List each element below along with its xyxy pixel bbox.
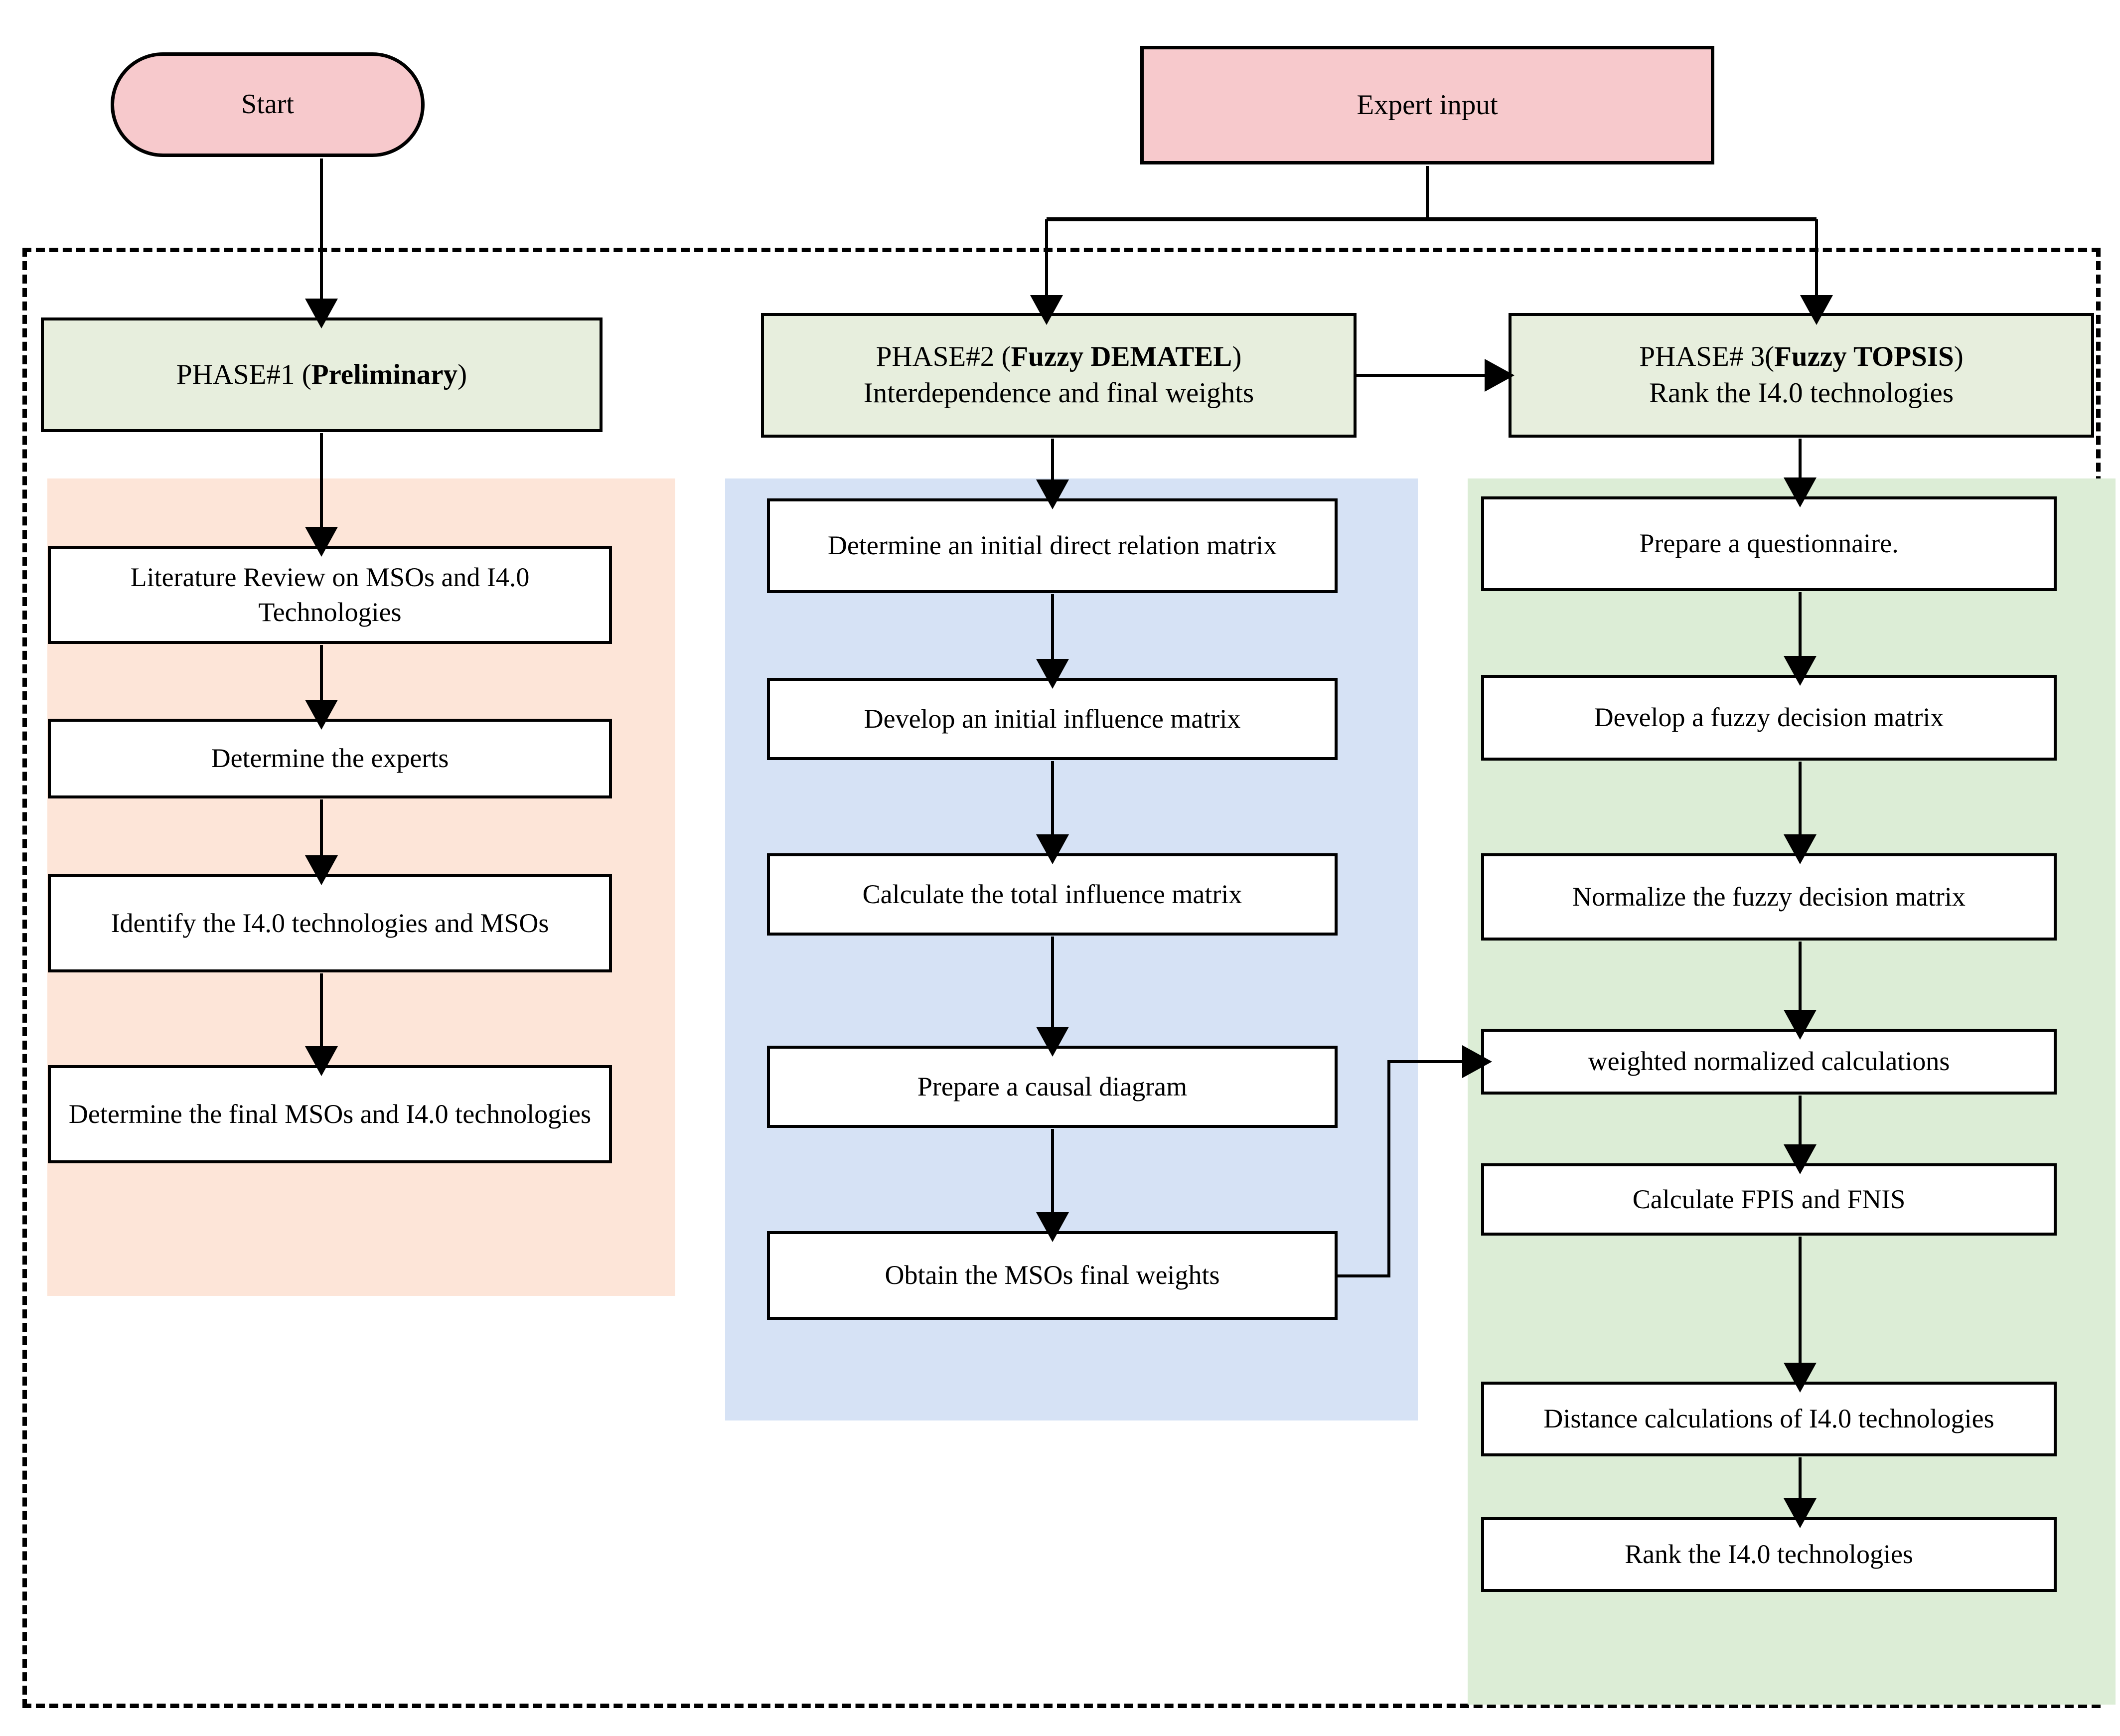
phase2-step-3[interactable]: Calculate the total influence matrix — [767, 853, 1338, 936]
phase3-step-4-label: weighted normalized calculations — [1588, 1046, 1950, 1077]
phase3-step-1[interactable]: Prepare a questionnaire. — [1481, 496, 2057, 591]
phase3-step-4[interactable]: weighted normalized calculations — [1481, 1029, 2057, 1095]
phase3-step-3[interactable]: Normalize the fuzzy decision matrix — [1481, 853, 2057, 941]
phase2-step-1[interactable]: Determine an initial direct relation mat… — [767, 498, 1338, 593]
phase2-header-line1: PHASE#2 (Fuzzy DEMATEL) — [876, 341, 1242, 373]
phase2-step-4-label: Prepare a causal diagram — [917, 1071, 1188, 1102]
phase2-header-line2: Interdependence and final weights — [863, 377, 1254, 409]
phase3-step-6-label: Distance calculations of I4.0 technologi… — [1543, 1404, 1994, 1434]
phase3-header[interactable]: PHASE# 3(Fuzzy TOPSIS) Rank the I4.0 tec… — [1509, 313, 2094, 438]
phase2-step-1-label: Determine an initial direct relation mat… — [827, 530, 1277, 561]
expert-input-node[interactable]: Expert input — [1140, 46, 1714, 164]
phase3-step-6[interactable]: Distance calculations of I4.0 technologi… — [1481, 1382, 2057, 1456]
phase1-header-line1: PHASE#1 (Preliminary) — [176, 358, 467, 390]
phase1-step-2[interactable]: Determine the experts — [48, 719, 612, 798]
phase2-step-2[interactable]: Develop an initial influence matrix — [767, 678, 1338, 760]
phase3-header-line1: PHASE# 3(Fuzzy TOPSIS) — [1639, 341, 1964, 373]
phase1-step-1[interactable]: Literature Review on MSOs and I4.0 Techn… — [48, 546, 612, 644]
phase3-step-5-label: Calculate FPIS and FNIS — [1632, 1184, 1906, 1214]
start-label: Start — [241, 89, 294, 120]
phase2-step-4[interactable]: Prepare a causal diagram — [767, 1046, 1338, 1128]
phase2-step-5[interactable]: Obtain the MSOs final weights — [767, 1231, 1338, 1320]
phase2-step-3-label: Calculate the total influence matrix — [862, 879, 1242, 909]
phase3-header-line2: Rank the I4.0 technologies — [1649, 377, 1954, 409]
phase2-step-5-label: Obtain the MSOs final weights — [885, 1260, 1220, 1290]
expert-input-label: Expert input — [1357, 89, 1498, 121]
phase1-step-3[interactable]: Identify the I4.0 technologies and MSOs — [48, 874, 612, 972]
phase1-step-3-label: Identify the I4.0 technologies and MSOs — [111, 908, 549, 938]
phase3-step-3-label: Normalize the fuzzy decision matrix — [1572, 881, 1966, 912]
phase2-header[interactable]: PHASE#2 (Fuzzy DEMATEL) Interdependence … — [761, 313, 1357, 438]
phase1-header[interactable]: PHASE#1 (Preliminary) — [41, 317, 603, 432]
phase3-step-7-label: Rank the I4.0 technologies — [1625, 1539, 1913, 1570]
phase3-step-1-label: Prepare a questionnaire. — [1639, 528, 1899, 559]
phase3-step-5[interactable]: Calculate FPIS and FNIS — [1481, 1163, 2057, 1236]
start-node[interactable]: Start — [111, 52, 425, 157]
phase1-step-4[interactable]: Determine the final MSOs and I4.0 techno… — [48, 1065, 612, 1163]
phase2-step-2-label: Develop an initial influence matrix — [864, 703, 1241, 734]
phase1-step-1-label: Literature Review on MSOs and I4.0 Techn… — [130, 562, 530, 627]
phase3-step-7[interactable]: Rank the I4.0 technologies — [1481, 1517, 2057, 1592]
phase1-step-4-label: Determine the final MSOs and I4.0 techno… — [68, 1099, 592, 1129]
phase1-step-2-label: Determine the experts — [211, 743, 449, 774]
phase3-step-2[interactable]: Develop a fuzzy decision matrix — [1481, 675, 2057, 761]
phase3-step-2-label: Develop a fuzzy decision matrix — [1594, 702, 1944, 733]
